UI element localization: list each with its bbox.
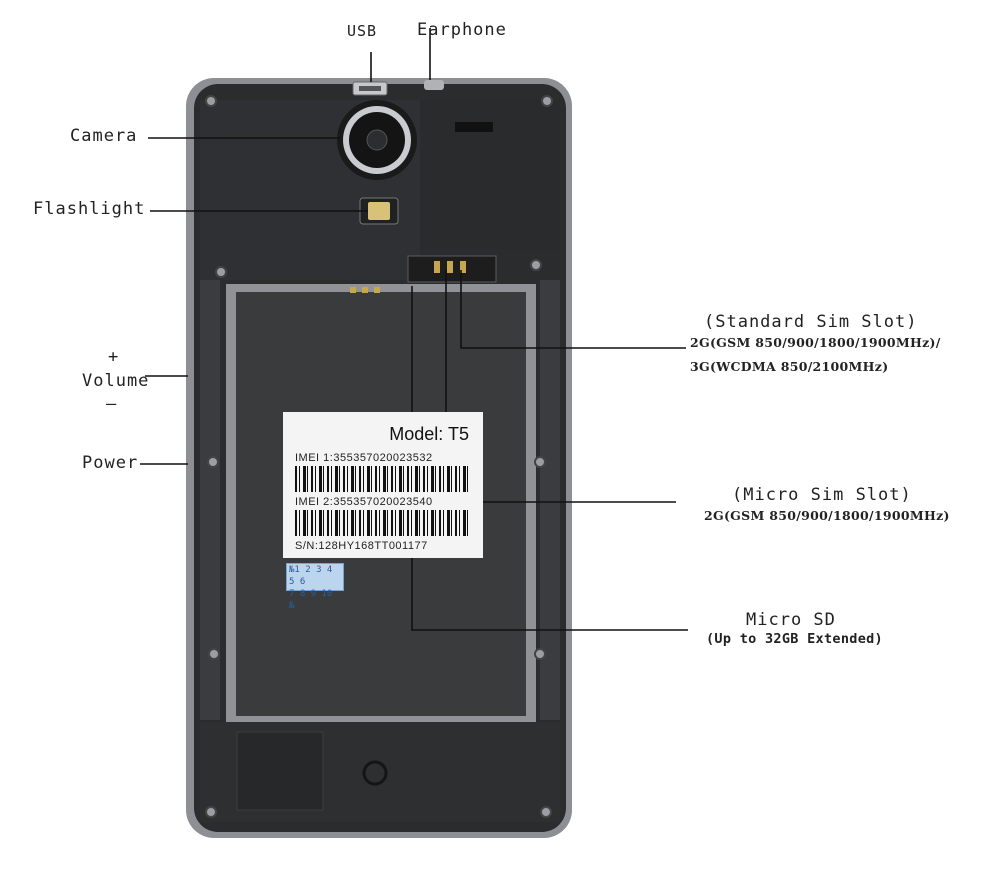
- micro-sd-title: Micro SD: [746, 610, 836, 630]
- qc-row: 7 8 9 10 №: [289, 589, 333, 611]
- screw: [541, 95, 553, 107]
- earphone-label: Earphone: [417, 20, 507, 40]
- side-rail-right: [540, 280, 560, 720]
- micro-sim-spec-2g: 2G(GSM 850/900/1800/1900MHz): [704, 508, 950, 523]
- model-label: Model: T5: [389, 424, 469, 444]
- micro-sd-capacity: (Up to 32GB Extended): [706, 631, 883, 647]
- sim-pin: [447, 261, 453, 273]
- standard-sim-leader: [460, 270, 686, 349]
- power-label: Power: [82, 453, 139, 473]
- bottom-screw-mark: [362, 760, 388, 786]
- bottom-module: [236, 731, 324, 811]
- screw: [534, 648, 546, 660]
- usb-label: USB: [347, 22, 378, 40]
- sim-pin: [434, 261, 440, 273]
- qc-sticker: №1 2 3 4 5 6 7 8 9 10 №: [286, 563, 344, 611]
- standard-sim-spec-3g: 3G(WCDMA 850/2100MHz): [690, 359, 889, 374]
- sim-pin: [460, 261, 466, 273]
- screw: [205, 95, 217, 107]
- imei2-label: IMEI 2:355357020023540: [295, 496, 433, 508]
- screws: [205, 95, 553, 818]
- micro-sd-leader: [411, 286, 688, 631]
- screw: [208, 648, 220, 660]
- screw: [540, 806, 552, 818]
- imei1-label: IMEI 1:355357020023532: [295, 452, 433, 464]
- screw: [530, 259, 542, 271]
- earphone-jack: [424, 80, 444, 90]
- flashlight-led: [368, 202, 390, 220]
- battery-contact: [350, 287, 356, 293]
- screw: [207, 456, 219, 468]
- serial-label: S/N:128HY168TT001177: [295, 540, 428, 552]
- screw: [215, 266, 227, 278]
- flashlight-label: Flashlight: [33, 199, 146, 219]
- volume-label: Volume: [82, 371, 150, 391]
- standard-sim-title: (Standard Sim Slot): [704, 312, 918, 332]
- micro-sim-title: (Micro Sim Slot): [732, 485, 912, 505]
- sim-connector: [407, 255, 497, 283]
- side-rail-left: [200, 280, 220, 720]
- standard-sim-spec-2g: 2G(GSM 850/900/1800/1900MHz)/: [690, 335, 941, 350]
- volume-plus-label: +: [108, 347, 120, 367]
- imei1-barcode: [295, 466, 471, 492]
- battery-contact: [362, 287, 368, 293]
- imei2-barcode: [295, 510, 471, 536]
- camera-label: Camera: [70, 126, 138, 146]
- camera-lens-center: [366, 129, 388, 151]
- screw: [534, 456, 546, 468]
- usb-port-inner: [359, 86, 381, 91]
- battery-contact: [374, 287, 380, 293]
- screw: [205, 806, 217, 818]
- speaker-grille: [455, 122, 493, 132]
- imei-sticker: Model: T5 IMEI 1:355357020023532 IMEI 2:…: [283, 412, 483, 558]
- qc-row: №1 2 3 4 5 6: [289, 565, 333, 587]
- volume-minus-label: –: [106, 394, 118, 414]
